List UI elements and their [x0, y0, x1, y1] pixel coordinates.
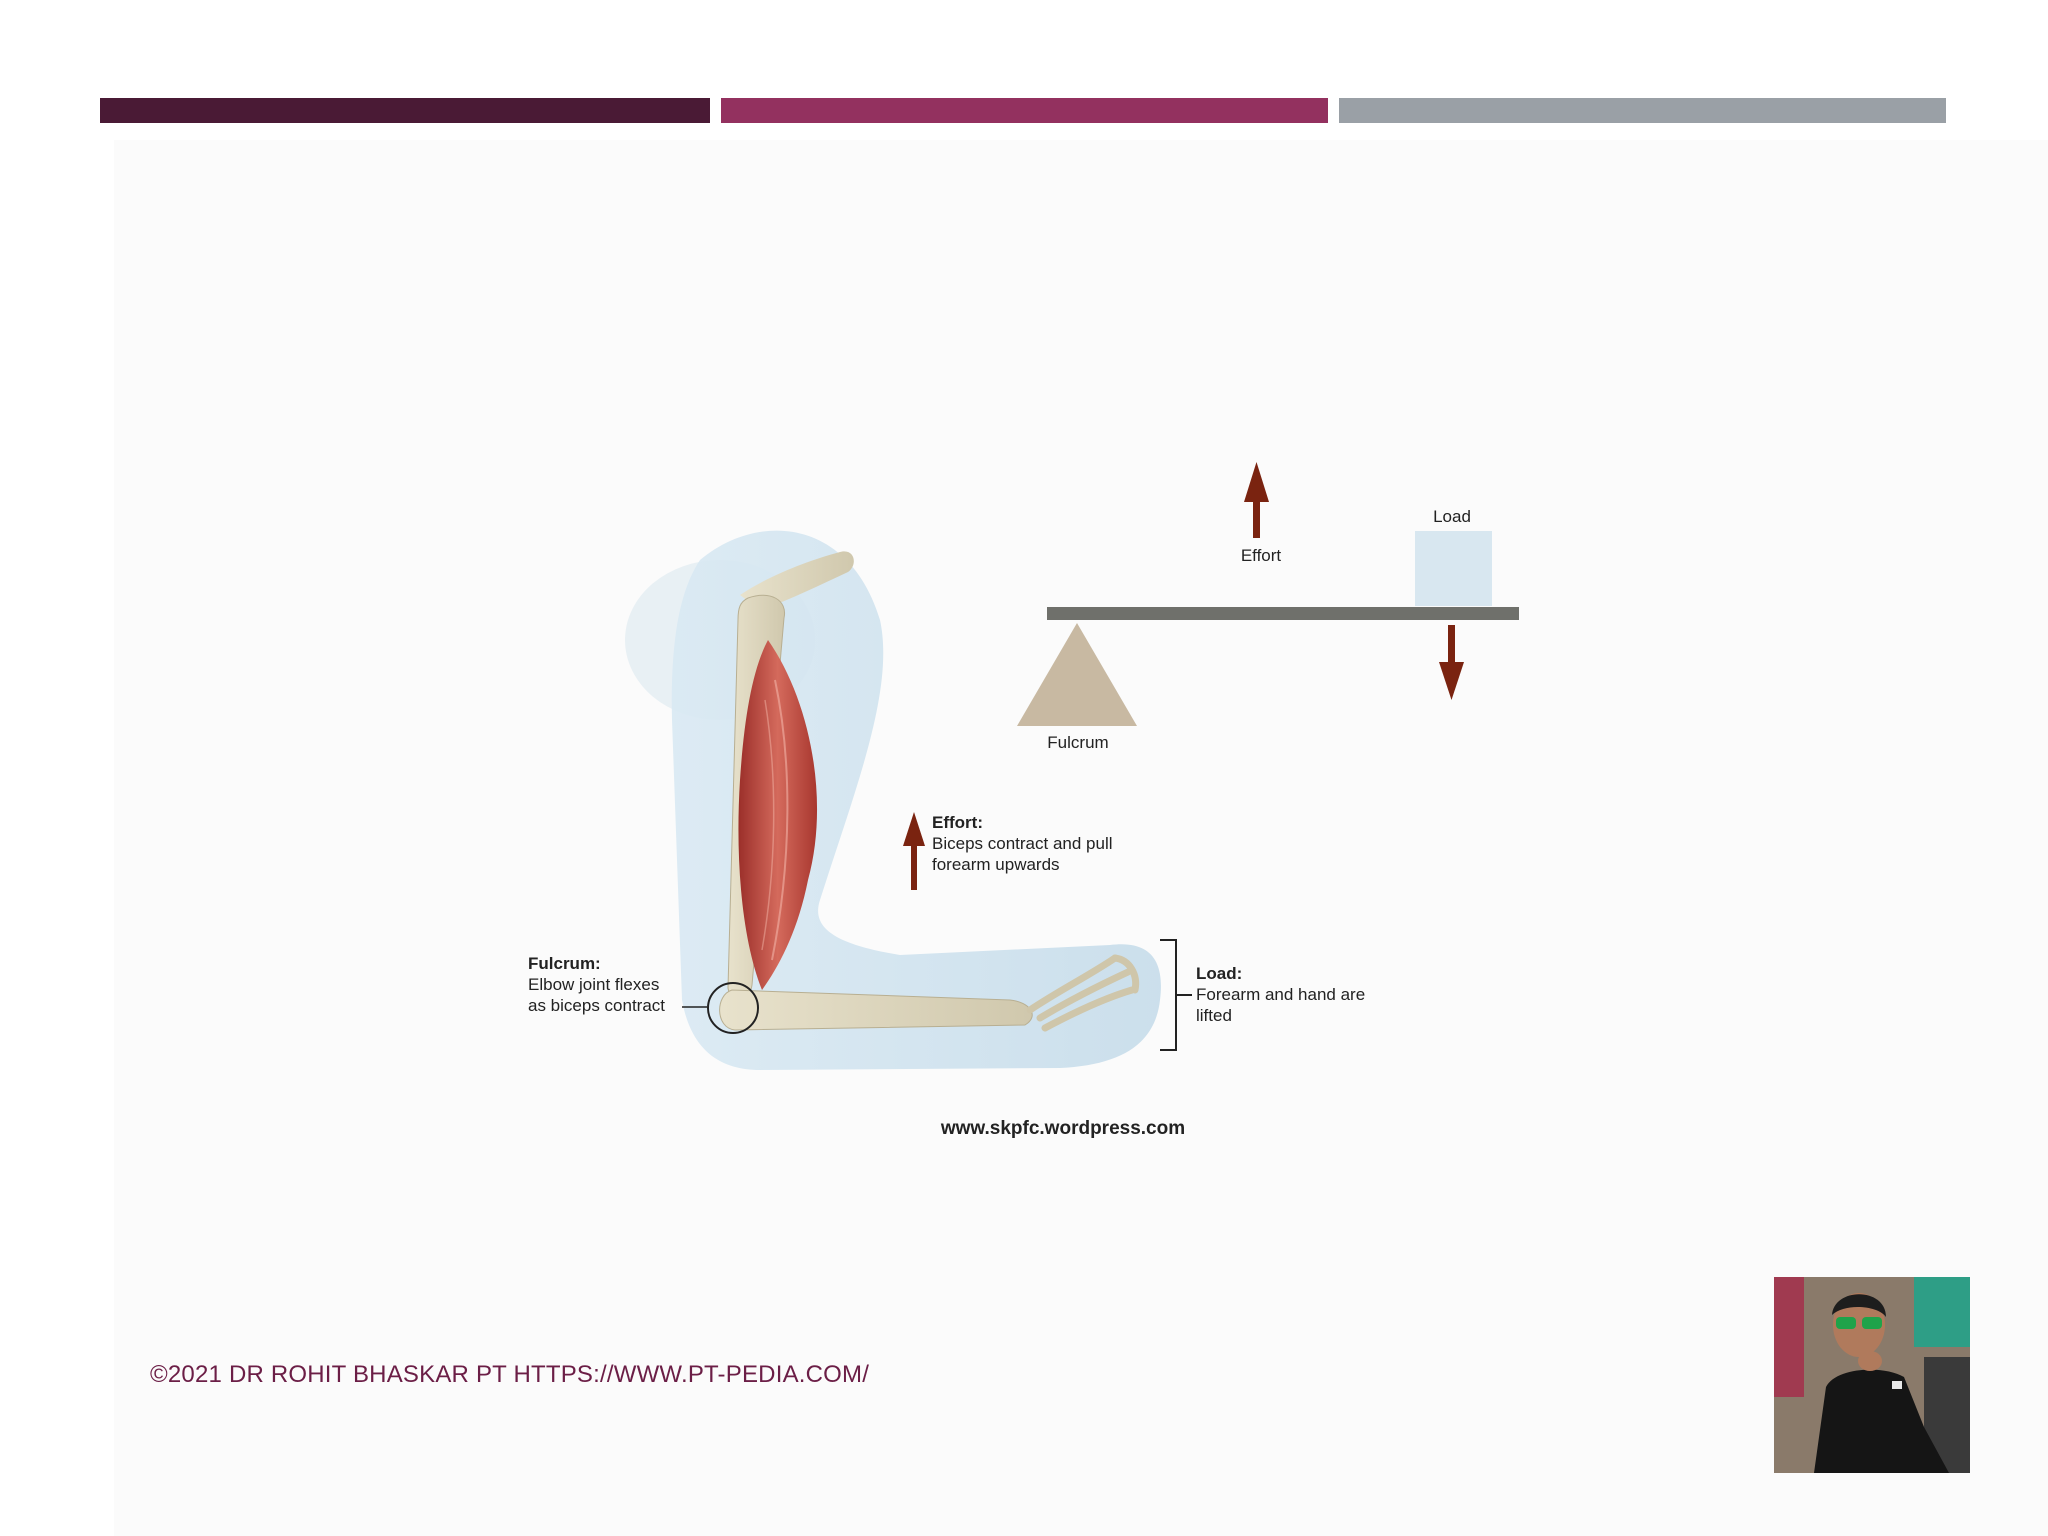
- effort-title: Effort:: [932, 813, 983, 832]
- effort-desc-line1: Biceps contract and pull: [932, 834, 1113, 853]
- effort-desc-line2: forearm upwards: [932, 855, 1060, 874]
- lever-schematic: Load Effort Fulcrum: [1017, 462, 1519, 752]
- biceps-muscle: [738, 640, 818, 990]
- load-desc-line1: Forearm and hand are: [1196, 985, 1365, 1004]
- load-bracket: [1160, 939, 1192, 1051]
- arm-skin-silhouette: [671, 530, 1161, 1070]
- lever-beam: [1047, 607, 1519, 620]
- load-box: [1415, 531, 1492, 606]
- accent-bar-magenta: [721, 98, 1328, 123]
- elbow-joint-circle: [707, 982, 759, 1034]
- copyright-footer: ©2021 DR ROHIT BHASKAR PT HTTPS://WWW.PT…: [150, 1361, 870, 1388]
- fulcrum-title: Fulcrum:: [528, 954, 601, 973]
- accent-bar-dark: [100, 98, 710, 123]
- hand-bones: [1026, 954, 1140, 1032]
- person-avatar-icon: [1774, 1277, 1970, 1473]
- forearm-bones: [719, 989, 1033, 1031]
- slide-background: [114, 140, 2048, 1536]
- load-title: Load:: [1196, 964, 1242, 983]
- lever-load-label: Load: [1433, 507, 1471, 526]
- lever-effort-label: Effort: [1241, 546, 1282, 565]
- load-desc-line2: lifted: [1196, 1006, 1232, 1025]
- lever-fulcrum-label: Fulcrum: [1047, 733, 1108, 752]
- fulcrum-triangle: [1017, 623, 1137, 726]
- presenter-photo: [1774, 1277, 1970, 1473]
- accent-bar-gray: [1339, 98, 1946, 123]
- load-arrow-down-icon: [1439, 625, 1464, 700]
- biceps-effort-arrow-icon: [903, 812, 925, 890]
- source-watermark: www.skpfc.wordpress.com: [940, 1118, 1185, 1139]
- fulcrum-desc-line2: as biceps contract: [528, 996, 665, 1015]
- arm-illustration: [625, 530, 1192, 1070]
- fulcrum-desc-line1: Elbow joint flexes: [528, 975, 659, 994]
- effort-arrow-up-icon: [1244, 462, 1269, 538]
